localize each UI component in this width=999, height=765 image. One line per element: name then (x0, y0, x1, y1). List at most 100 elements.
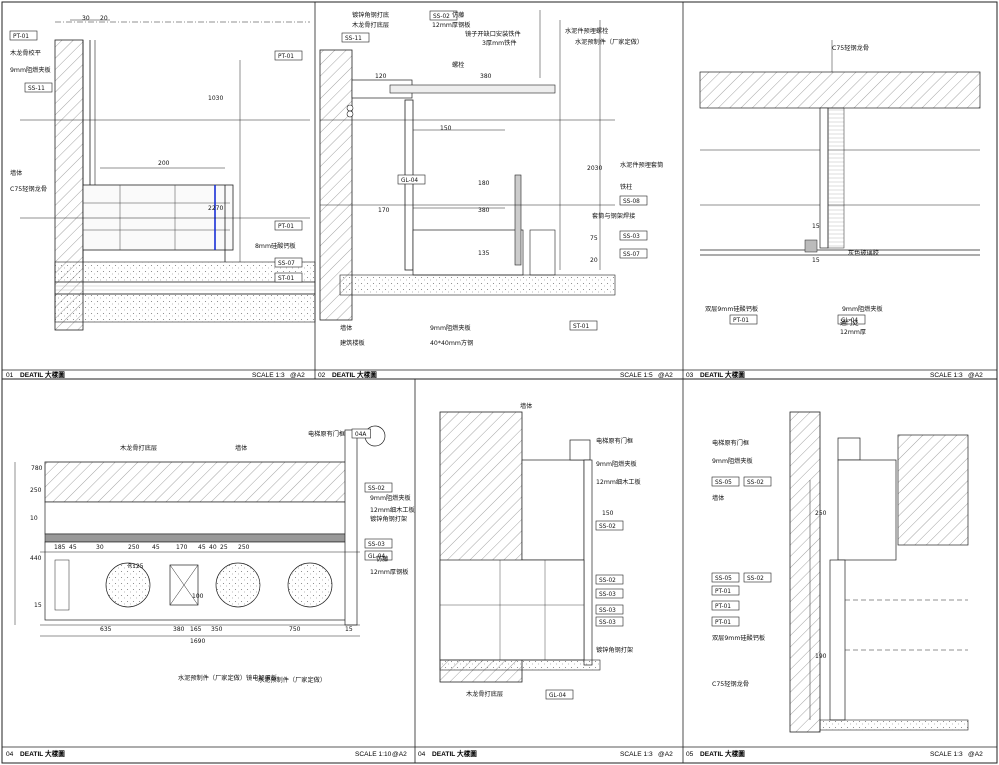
material-tag: SS-02 (433, 14, 450, 20)
dimension-text: 2270 (208, 205, 223, 212)
dimension-text: 135 (478, 250, 490, 257)
material-tag-box (569, 320, 598, 331)
dimension-text: 150 (440, 125, 452, 132)
dimension-text: 20 (100, 15, 108, 22)
callout-label: 墙体 (712, 494, 725, 502)
material-tag-box (619, 230, 648, 241)
callout-label: 8mm硅酸钙板 (255, 242, 296, 250)
dimension-text: 20 (590, 257, 598, 264)
dimension-text: 440 (30, 555, 42, 562)
dimension-text: 15 (812, 223, 820, 230)
panel-number: 05 (686, 751, 694, 758)
dimension-text: 30 (82, 15, 90, 22)
callout-label: 40*40mm方钢 (430, 339, 473, 347)
callout-label: 镀锌角钢打架 (370, 515, 407, 523)
dimension-text: 380 (478, 207, 490, 214)
callout-label: 9mm阻燃夹板 (370, 494, 411, 502)
panel-title: DEATIL 大樣圖 (700, 370, 745, 379)
material-tag-box (595, 616, 624, 627)
panel-scale: SCALE 1:10 (355, 751, 392, 758)
panel-number: 04 (418, 751, 426, 758)
callout-label: C75轻钢龙骨 (712, 680, 749, 688)
material-tag: SS-08 (623, 199, 640, 205)
material-tag-box (364, 538, 393, 549)
material-tag: PT-01 (733, 318, 749, 324)
callout-label: 12mm厚钢板 (432, 21, 471, 29)
dimension-text: 250 (815, 510, 827, 517)
dimension-text: 15 (345, 626, 353, 633)
dimension-text: 185 (54, 544, 66, 551)
material-tag-box (274, 50, 303, 61)
dimension-text: 1030 (208, 95, 223, 102)
dimension-text: 45 (69, 544, 77, 551)
material-tag-box (341, 32, 370, 43)
dimension-text: 45 (198, 544, 206, 551)
dimension-text: 780 (31, 465, 43, 472)
dimension-text: 750 (289, 626, 301, 633)
material-tag-box (274, 272, 303, 283)
callout-label: C75轻钢龙骨 (10, 185, 47, 193)
callout-label: 仿藤 (376, 555, 388, 563)
material-tag: PT-01 (278, 224, 294, 230)
material-tag-box (24, 82, 53, 93)
material-tag-box (729, 314, 758, 325)
callout-label: 木龙骨打底层 (466, 690, 503, 698)
material-tag-box (595, 520, 624, 531)
panel-scale: SCALE 1:3 (252, 372, 285, 379)
callout-label: 12mm细木工板 (596, 478, 641, 486)
material-tag: PT-01 (715, 620, 731, 626)
dimension-text: 40 (209, 544, 217, 551)
callout-label: 铁柱 (620, 183, 632, 191)
callout-label: 3厚mm铁件 (482, 39, 517, 47)
material-tag: PT-01 (715, 604, 731, 610)
panel-title: DEATIL 大樣圖 (332, 370, 377, 379)
callout-label: 双层9mm硅酸钙板 (712, 634, 765, 642)
dimension-text: 635 (100, 626, 112, 633)
panel-04 (14, 425, 386, 637)
callout-label: 墙体 (520, 402, 533, 410)
callout-label: 套筒与钢架焊接 (592, 212, 635, 220)
dimension-text: 200 (158, 160, 170, 167)
panel-paper-size: @A2 (968, 372, 983, 379)
material-tag: GL-04 (549, 693, 566, 699)
callout-label: 水泥预制件（厂家定做）镜电解蛋板 (178, 674, 277, 682)
material-tag: SS-07 (623, 252, 640, 258)
dimension-text: 250 (30, 487, 42, 494)
material-tag-box (364, 482, 393, 493)
material-tag-box (351, 428, 371, 439)
dimension-text: 30 (96, 544, 104, 551)
callout-label: 电梯原有门框 (596, 437, 633, 445)
panel-paper-size: @A2 (658, 751, 673, 758)
callout-label: 灰色玻璃胶 (848, 249, 879, 257)
material-tag-box (545, 689, 574, 700)
dimension-text: 380 (173, 626, 185, 633)
dimension-text: 350 (211, 626, 223, 633)
panel-number: 01 (6, 372, 14, 379)
panel-scale: SCALE 1:3 (620, 751, 653, 758)
material-tag: PT-01 (715, 589, 731, 595)
material-tag-box (595, 588, 624, 599)
material-tag-box (274, 257, 303, 268)
material-tag-box (619, 248, 648, 259)
material-tag: SS-03 (368, 542, 385, 548)
callout-label: 水泥件预埋套筒 (620, 161, 663, 169)
material-tag: SS-03 (623, 234, 640, 240)
dimension-text: 25 (220, 544, 228, 551)
callout-label: 9mm阻燃夹板 (842, 305, 883, 313)
material-tag: GL-04 (368, 554, 385, 560)
dimension-text: 1690 (190, 638, 205, 645)
callout-label: 电梯原有门框 (308, 430, 345, 438)
material-tag: SS-03 (599, 608, 616, 614)
dimension-text: 100 (192, 593, 204, 600)
material-tag-box (9, 30, 38, 41)
panel-paper-size: @A2 (290, 372, 305, 379)
callout-label: 通门处 (840, 319, 859, 327)
callout-label: 仿藤 (452, 11, 464, 19)
material-tag-box (429, 10, 458, 21)
material-tag: SS-03 (599, 620, 616, 626)
dimension-text: 75 (590, 235, 598, 242)
dimension-text: 2030 (587, 165, 602, 172)
material-tag-box (743, 476, 772, 487)
